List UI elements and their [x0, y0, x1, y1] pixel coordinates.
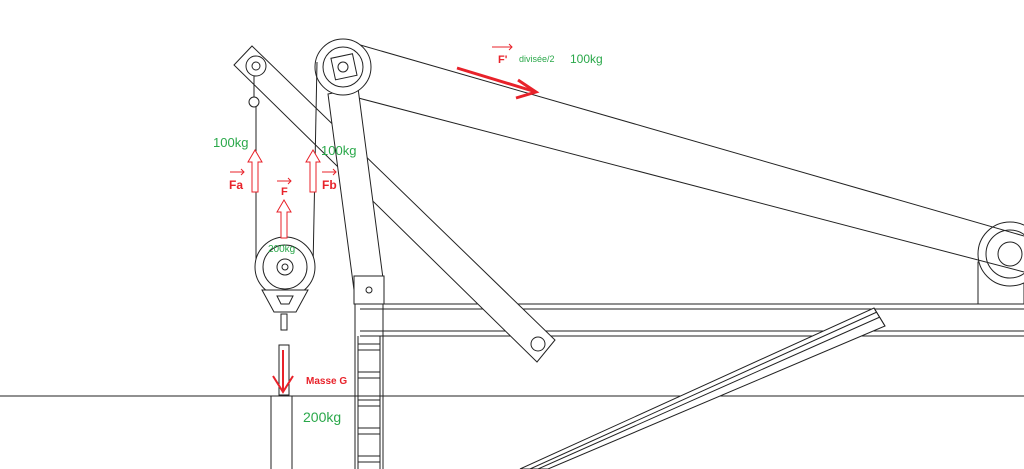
diagonal-brace	[519, 307, 886, 469]
f-arrow	[276, 199, 292, 239]
upper-pulley	[314, 38, 372, 96]
right-pulley-block	[977, 221, 1024, 305]
mass-mid-label: 100kg	[321, 143, 356, 158]
vertical-post	[354, 304, 384, 469]
f-prime-arrow	[456, 66, 540, 100]
masse-g-label: Masse G	[306, 376, 347, 387]
mass-left-label: 100kg	[213, 135, 248, 150]
diagonal-arm	[233, 45, 556, 363]
main-cable-upper	[342, 39, 1024, 237]
mass-right-label: 100kg	[570, 52, 603, 66]
fb-label: Fb	[322, 178, 337, 192]
mass-bottom-label: 200kg	[303, 409, 341, 425]
main-cable-lower	[342, 93, 1024, 273]
horizontal-beam	[360, 303, 1024, 337]
vector-marks	[230, 43, 513, 185]
fa-label: Fa	[229, 178, 243, 192]
top-left-pulley	[245, 55, 267, 108]
fb-arrow	[305, 149, 321, 193]
fa-arrow	[247, 149, 263, 193]
mast-arm	[327, 87, 385, 305]
mass-pulley-label: 200kg	[268, 244, 295, 255]
masse-g-arrow	[272, 350, 294, 394]
f-label: F	[281, 186, 288, 198]
load-mass	[270, 344, 293, 469]
lower-pulley	[254, 236, 316, 331]
f-prime-label: F'	[498, 54, 508, 66]
divided-label: divisée/2	[519, 54, 555, 64]
